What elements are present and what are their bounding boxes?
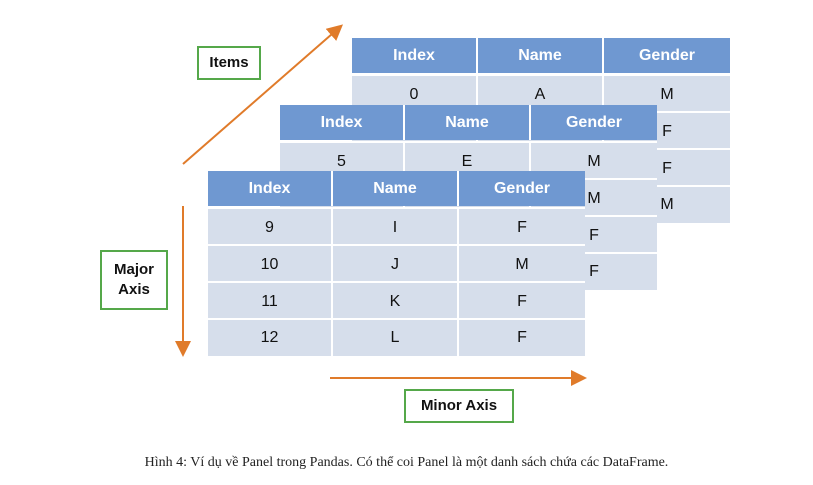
header-row: Index Name Gender (280, 105, 657, 140)
header-index: Index (352, 38, 478, 73)
header-gender: Gender (604, 38, 730, 73)
cell-gender: F (459, 209, 585, 246)
minor-axis-label: Minor Axis (404, 389, 514, 423)
header-name: Name (333, 171, 459, 206)
cell-name: J (333, 246, 459, 283)
items-label-text: Items (209, 53, 249, 71)
header-name: Name (478, 38, 604, 73)
cell-index: 12 (208, 320, 333, 356)
cell-name: K (333, 283, 459, 320)
items-arrow (182, 24, 344, 165)
items-label: Items (197, 46, 261, 80)
cell-index: 10 (208, 246, 333, 283)
cell-gender: F (459, 320, 585, 356)
header-row: Index Name Gender (208, 171, 585, 206)
table-row: 9 I F (208, 207, 585, 246)
figure-caption: Hình 4: Ví dụ về Panel trong Pandas. Có … (144, 455, 669, 470)
cell-gender: F (459, 283, 585, 320)
table-row: 11 K F (208, 281, 585, 320)
cell-gender: M (459, 246, 585, 283)
major-axis-label: Major Axis (100, 250, 168, 310)
cell-index: 11 (208, 283, 333, 320)
major-axis-label-line1: Major (113, 260, 154, 278)
dataframe-items-2: Index Name Gender 9 I F 10 J M 11 K F 12… (208, 171, 585, 356)
header-index: Index (208, 171, 333, 206)
header-name: Name (405, 105, 531, 140)
minor-axis-label-text: Minor Axis (420, 396, 498, 414)
cell-name: I (333, 209, 459, 246)
header-gender: Gender (531, 105, 657, 140)
cell-index: 9 (208, 209, 333, 246)
table-row: 12 L F (208, 318, 585, 356)
header-index: Index (280, 105, 405, 140)
table-row: 10 J M (208, 244, 585, 283)
header-row: Index Name Gender (352, 38, 730, 73)
cell-name: L (333, 320, 459, 356)
header-gender: Gender (459, 171, 585, 206)
major-axis-label-line2: Axis (118, 281, 150, 298)
